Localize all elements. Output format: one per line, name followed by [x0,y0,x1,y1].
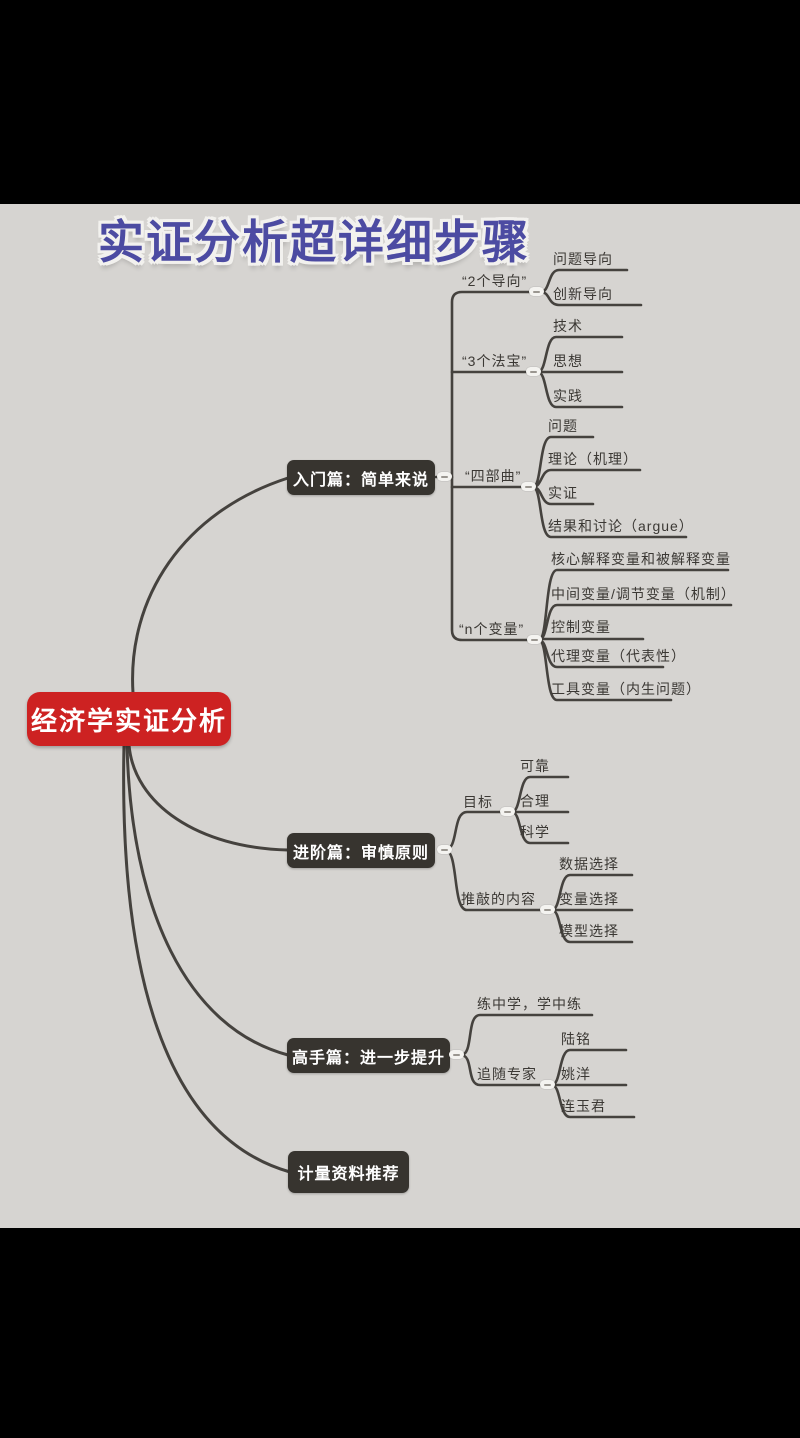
leaf-label[interactable]: 技术 [553,318,583,334]
leaf-label[interactable]: 模型选择 [559,923,619,939]
leaf-label[interactable]: 核心解释变量和被解释变量 [551,551,731,567]
leaf-label[interactable]: 工具变量（内生问题） [551,681,701,697]
collapse-handle[interactable] [529,287,544,296]
group-label[interactable]: 练中学，学中练 [477,996,582,1012]
leaf-label[interactable]: 问题 [548,418,578,434]
collapse-handle[interactable] [521,482,536,491]
leaf-label[interactable]: 思想 [553,353,583,369]
leaf-label[interactable]: 代理变量（代表性） [551,648,686,664]
dash-icon [504,810,511,813]
root-node[interactable]: 经济学实证分析 [27,692,231,746]
group-label[interactable]: “2个导向” [462,273,528,289]
leaf-label[interactable]: 问题导向 [553,251,613,267]
group-label[interactable]: 推敲的内容 [461,891,536,907]
leaf-label[interactable]: 科学 [520,824,550,840]
branch-node-expert[interactable]: 高手篇：进一步提升 [287,1038,450,1073]
branch-node-advanced[interactable]: 进阶篇：审慎原则 [287,833,435,868]
dash-icon [441,475,448,478]
leaf-label[interactable]: 连玉君 [561,1098,606,1114]
group-label[interactable]: 追随专家 [477,1066,537,1082]
dash-icon [544,908,551,911]
letterbox-top [0,0,800,204]
group-label[interactable]: “四部曲” [465,468,522,484]
dash-icon [544,1083,551,1086]
leaf-label[interactable]: 可靠 [520,758,550,774]
dash-icon [453,1053,460,1056]
dash-icon [533,290,540,293]
dash-icon [531,638,538,641]
leaf-label[interactable]: 合理 [520,793,550,809]
leaf-label[interactable]: 理论（机理） [548,451,638,467]
leaf-label[interactable]: 数据选择 [559,856,619,872]
leaf-label[interactable]: 创新导向 [553,286,613,302]
collapse-handle[interactable] [527,635,542,644]
leaf-label[interactable]: 实证 [548,485,578,501]
leaf-label[interactable]: 变量选择 [559,891,619,907]
collapse-handle[interactable] [500,807,515,816]
branch-node-resources[interactable]: 计量资料推荐 [288,1151,409,1193]
leaf-label[interactable]: 陆铭 [561,1031,591,1047]
letterbox-bottom [0,1228,800,1438]
group-label[interactable]: “3个法宝” [462,353,528,369]
collapse-handle[interactable] [437,472,452,481]
dash-icon [525,485,532,488]
collapse-handle[interactable] [449,1050,464,1059]
branch-node-intro[interactable]: 入门篇：简单来说 [287,460,435,495]
collapse-handle[interactable] [540,1080,555,1089]
collapse-handle[interactable] [526,367,541,376]
dash-icon [441,848,448,851]
leaf-label[interactable]: 姚洋 [561,1066,591,1082]
group-label[interactable]: “n个变量” [459,621,525,637]
leaf-label[interactable]: 控制变量 [551,619,611,635]
dash-icon [530,370,537,373]
page-title: 实证分析超详细步骤 [98,216,530,268]
leaf-label[interactable]: 实践 [553,388,583,404]
group-label[interactable]: 目标 [463,794,493,810]
collapse-handle[interactable] [437,845,452,854]
collapse-handle[interactable] [540,905,555,914]
leaf-label[interactable]: 中间变量/调节变量（机制） [551,586,736,602]
leaf-label[interactable]: 结果和讨论（argue） [548,518,694,534]
